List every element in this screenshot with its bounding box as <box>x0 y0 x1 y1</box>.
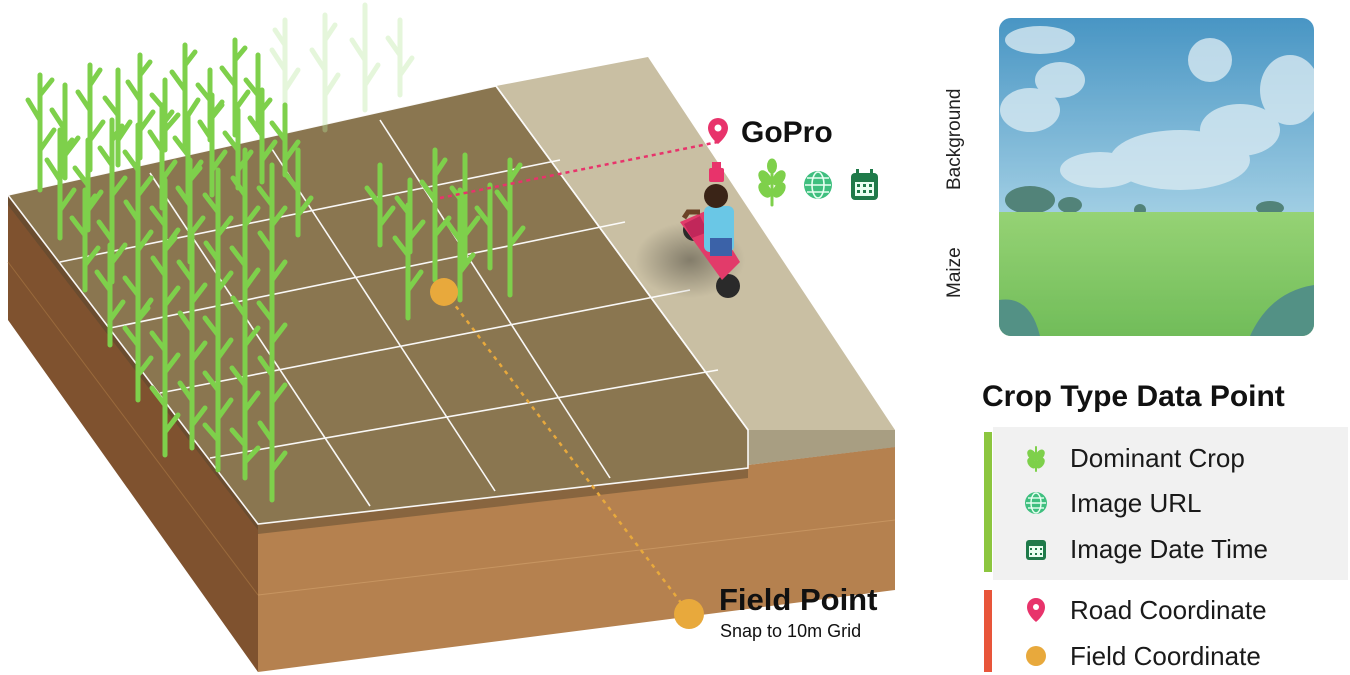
background-label: Background <box>944 88 965 190</box>
legend-item-field-coordinate: Field Coordinate <box>1022 640 1261 672</box>
globe-icon <box>1022 489 1050 517</box>
legend-item-dominant-crop: Dominant Crop <box>1022 442 1245 474</box>
gopro-photo <box>999 18 1314 336</box>
legend-label-field-coordinate: Field Coordinate <box>1070 640 1261 671</box>
legend-item-image-date-time: Image Date Time <box>1022 533 1268 565</box>
calendar-icon <box>851 169 878 200</box>
legend-label-dominant-crop: Dominant Crop <box>1070 442 1245 473</box>
field-point-subtitle: Snap to 10m Grid <box>720 621 862 641</box>
field-point-marker <box>430 278 458 306</box>
legend-crop-bar <box>984 432 992 572</box>
field-point-connector <box>444 291 689 613</box>
calendar-icon <box>1022 535 1050 563</box>
legend-label-road-coordinate: Road Coordinate <box>1070 594 1267 625</box>
field-point-legend-dot <box>674 599 704 629</box>
legend-item-road-coordinate: Road Coordinate <box>1022 594 1267 626</box>
wheat-icon <box>1022 444 1050 472</box>
field-point-title: Field Point <box>719 582 878 617</box>
legend-label-image-date-time: Image Date Time <box>1070 533 1268 564</box>
map-pin-icon <box>708 118 728 144</box>
map-pin-icon <box>1022 596 1050 624</box>
circle-dot-icon <box>1022 642 1050 670</box>
globe-icon <box>804 171 832 199</box>
maize-label: Maize <box>944 247 965 298</box>
legend-label-image-url: Image URL <box>1070 487 1202 518</box>
legend-item-image-url: Image URL <box>1022 487 1202 519</box>
legend-title: Crop Type Data Point <box>982 380 1285 413</box>
gopro-label: GoPro <box>741 116 833 149</box>
wheat-icon <box>758 158 786 207</box>
motorbike-rider <box>635 162 745 298</box>
maize-stalks <box>25 2 526 503</box>
legend-crop-group <box>993 427 1348 580</box>
legend-location-bar <box>984 590 992 672</box>
